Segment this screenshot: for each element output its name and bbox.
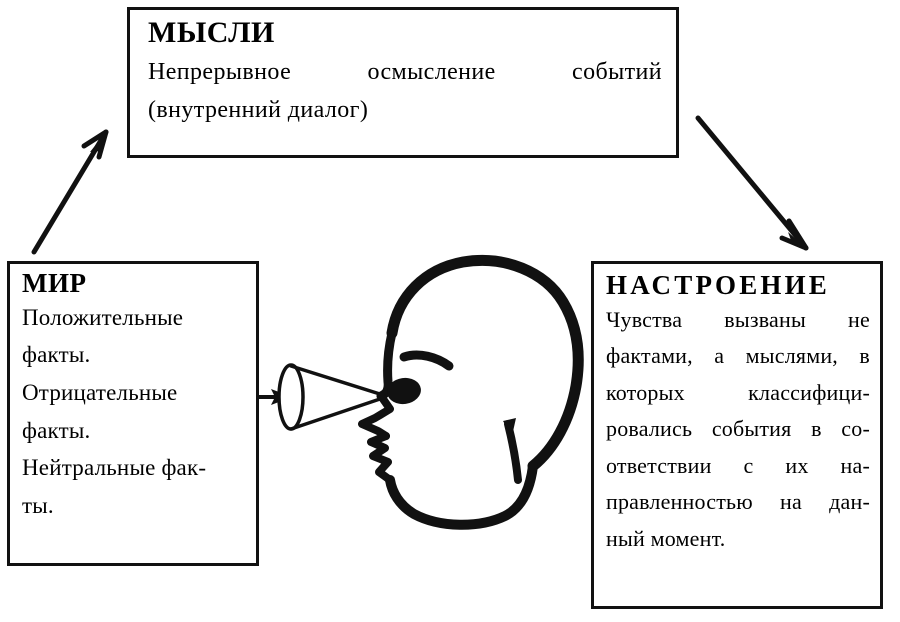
- thoughts-box: МЫСЛИ Непрерывное осмысление событий (вн…: [127, 7, 679, 158]
- world-box-line-3: Отрицательные: [22, 379, 178, 405]
- world-box-line-4: факты.: [22, 417, 91, 443]
- world-box-line-6: ты.: [22, 493, 54, 519]
- thoughts-box-body: Непрерывное осмысление событий (внутренн…: [148, 53, 662, 131]
- mood-box-line-5: ответствии с их на-: [606, 452, 870, 478]
- thoughts-box-line-1: Непрерывное осмысление событий: [148, 58, 662, 85]
- mood-box-line-7: ный момент.: [606, 525, 726, 551]
- mood-box-line-6: правленностью на дан-: [606, 489, 870, 515]
- mood-box-line-2: фактами, а мыслями, в: [606, 343, 870, 369]
- human-head-profile-icon: [358, 254, 584, 530]
- mood-box-line-4: ровались события в со-: [606, 416, 870, 442]
- world-box-line-5: Нейтральные фак-: [22, 455, 207, 481]
- mood-box: НАСТРОЕНИЕ Чувства вызваны не фактами, а…: [591, 261, 883, 609]
- thoughts-box-heading: МЫСЛИ: [148, 16, 275, 49]
- mood-box-body: Чувства вызваны не фактами, а мыслями, в…: [606, 302, 870, 558]
- perception-cone-icon: [277, 363, 385, 431]
- mood-box-heading: НАСТРОЕНИЕ: [606, 270, 831, 300]
- mood-box-line-3: которых классифици-: [606, 379, 870, 405]
- thoughts-box-line-2: (внутренний диалог): [148, 97, 369, 124]
- world-box-body: Положительные факты. Отрицательные факты…: [22, 299, 250, 525]
- world-box-line-2: факты.: [22, 342, 91, 368]
- arrow-thoughts-to-mood-icon: [695, 115, 809, 251]
- arrow-world-to-thoughts-icon: [31, 129, 109, 255]
- world-box: МИР Положительные факты. Отрицательные ф…: [7, 261, 259, 566]
- world-box-line-1: Положительные: [22, 304, 184, 330]
- mood-box-line-1: Чувства вызваны не: [606, 306, 870, 332]
- world-box-heading: МИР: [22, 268, 87, 298]
